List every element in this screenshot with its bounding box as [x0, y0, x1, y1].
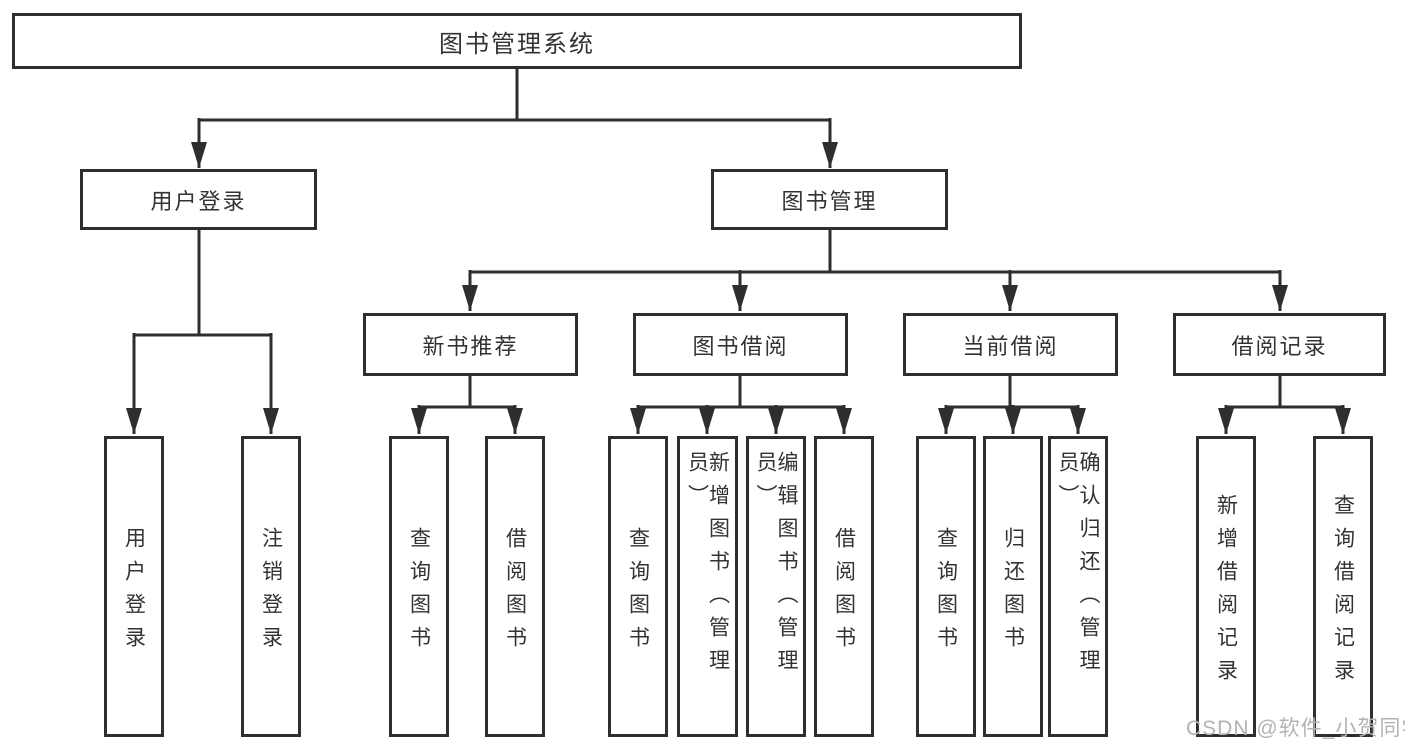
node-branch-book-management: 图书管理: [711, 169, 948, 230]
node-root-system: 图书管理系统: [12, 13, 1022, 69]
node-section-book-borrowing: 图书借阅: [633, 313, 848, 376]
node-leaf-borrow-books-recommend: 借阅图书: [485, 436, 545, 737]
node-leaf-return-books: 归还图书: [983, 436, 1043, 737]
node-leaf-query-borrow-record: 查询借阅记录: [1313, 436, 1373, 737]
node-leaf-logout: 注销登录: [241, 436, 301, 737]
node-leaf-query-books-current: 查询图书: [916, 436, 976, 737]
csdn-watermark: CSDN @软件_小贺同学: [1186, 717, 1405, 740]
node-section-current-borrowing: 当前借阅: [903, 313, 1118, 376]
node-leaf-add-borrow-record: 新增借阅记录: [1196, 436, 1256, 737]
node-section-new-book-recommend: 新书推荐: [363, 313, 578, 376]
node-leaf-query-books-recommend: 查询图书: [389, 436, 449, 737]
node-section-borrow-records: 借阅记录: [1173, 313, 1386, 376]
node-leaf-user-login: 用户登录: [104, 436, 164, 737]
node-leaf-confirm-return-admin: 确认归还（管理员）: [1048, 436, 1108, 737]
node-leaf-borrow-books-borrowing: 借阅图书: [814, 436, 874, 737]
node-leaf-edit-books-admin: 编辑图书（管理员）: [746, 436, 806, 737]
node-branch-user-login: 用户登录: [80, 169, 317, 230]
node-leaf-add-books-admin: 新增图书（管理员）: [677, 436, 738, 737]
node-leaf-query-books-borrowing: 查询图书: [608, 436, 668, 737]
